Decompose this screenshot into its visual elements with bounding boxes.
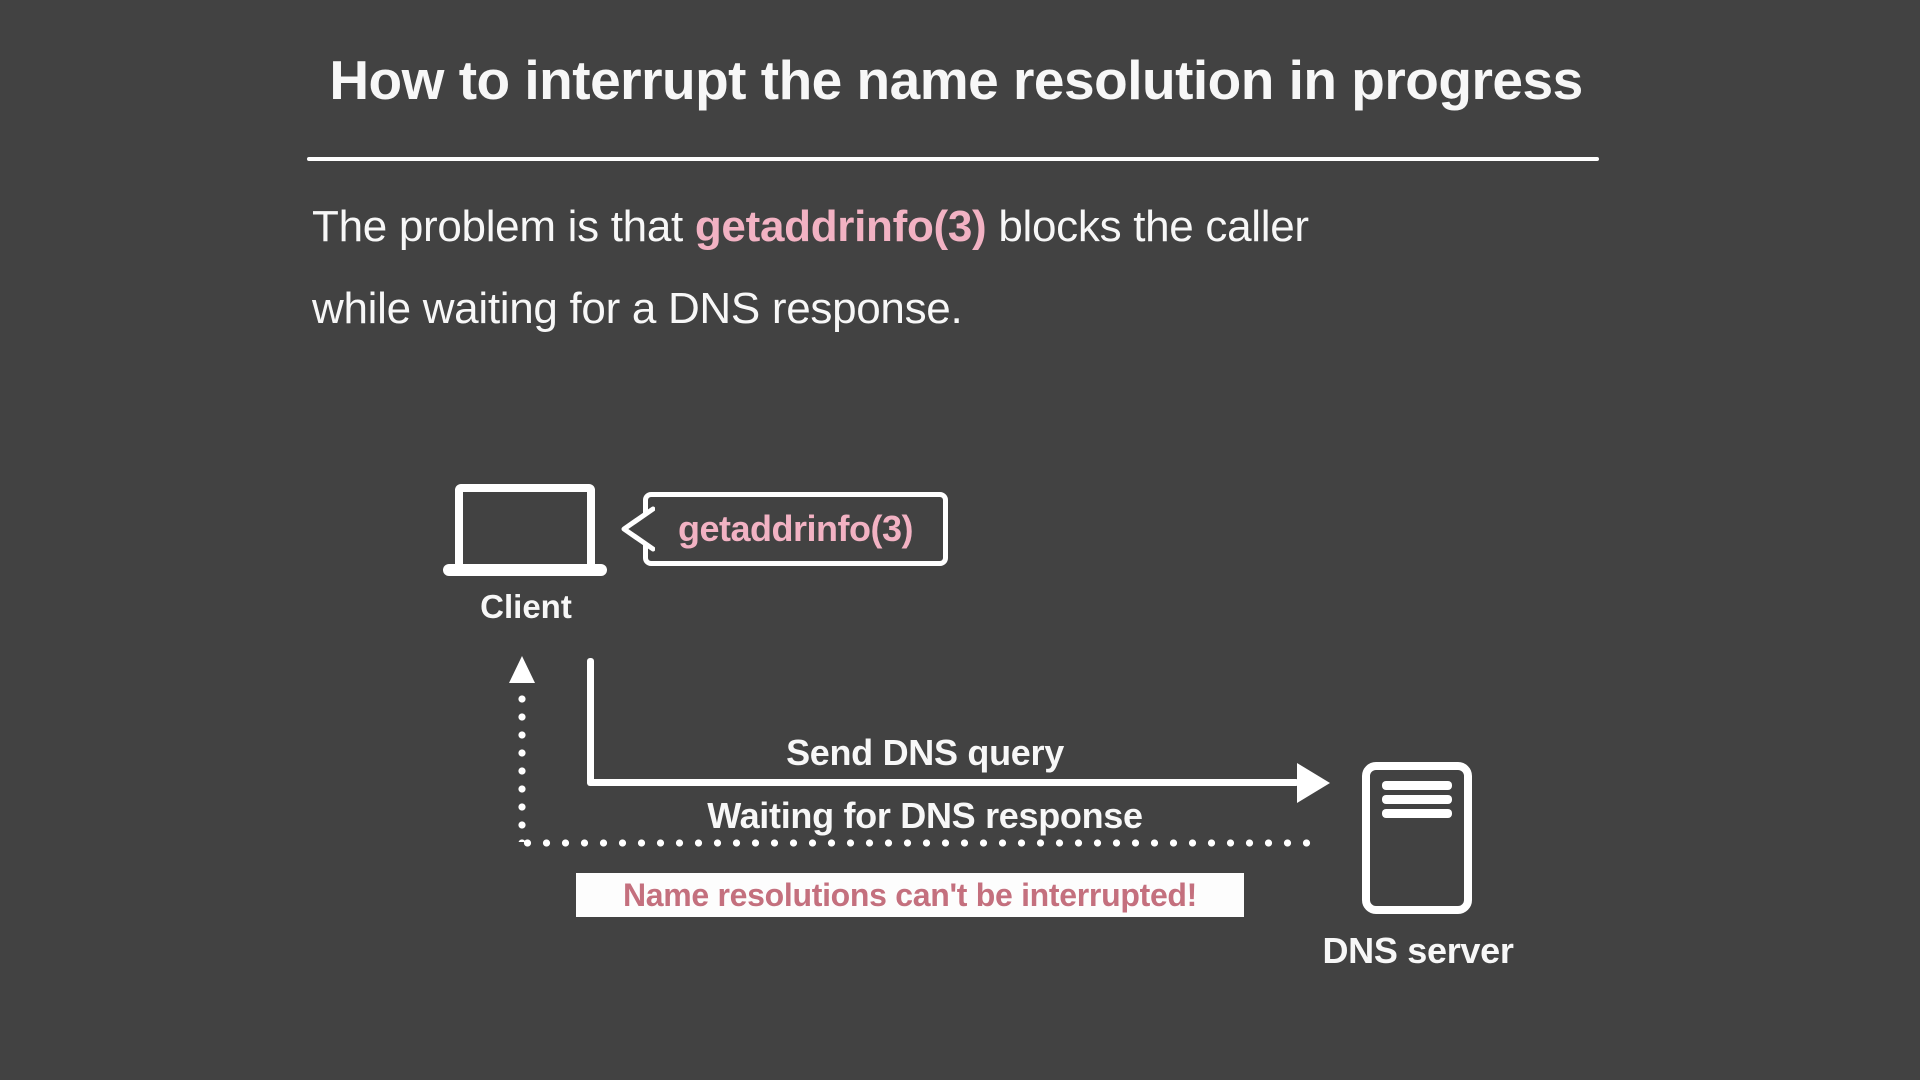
paragraph-text-suffix: blocks the caller bbox=[986, 202, 1309, 251]
speech-bubble-tail-icon bbox=[621, 506, 655, 552]
waiting-label: Waiting for DNS response bbox=[707, 795, 1143, 836]
interrupt-note-text: Name resolutions can't be interrupted! bbox=[622, 876, 1198, 913]
page-title: How to interrupt the name resolution in … bbox=[329, 49, 1583, 111]
bubble-text: getaddrinfo(3) bbox=[678, 508, 913, 549]
laptop-base bbox=[443, 564, 607, 576]
query-arrow-horizontal bbox=[587, 779, 1299, 786]
title-divider bbox=[307, 157, 1599, 161]
server-slot bbox=[1382, 809, 1452, 818]
laptop-screen bbox=[455, 484, 595, 574]
paragraph-highlight: getaddrinfo(3) bbox=[694, 202, 987, 251]
horizontal-dotted-line bbox=[518, 839, 1318, 847]
client-label: Client bbox=[480, 588, 572, 625]
send-query-label: Send DNS query bbox=[786, 732, 1064, 773]
server-slot bbox=[1382, 795, 1452, 804]
speech-bubble: getaddrinfo(3) bbox=[621, 492, 948, 566]
intro-paragraph: The problem is that getaddrinfo(3) block… bbox=[312, 186, 1612, 350]
vertical-dotted-line bbox=[518, 690, 526, 842]
server-slot bbox=[1382, 781, 1452, 790]
interrupt-note: Name resolutions can't be interrupted! bbox=[576, 873, 1244, 917]
query-arrow-vertical bbox=[587, 658, 594, 784]
paragraph-text-line2: while waiting for a DNS response. bbox=[312, 284, 963, 333]
paragraph-text-prefix: The problem is that bbox=[312, 202, 695, 251]
up-arrowhead-icon bbox=[509, 656, 535, 683]
right-arrowhead-icon bbox=[1297, 763, 1330, 803]
dns-server-icon bbox=[1362, 762, 1472, 914]
dns-server-label: DNS server bbox=[1322, 930, 1514, 971]
client-laptop-icon bbox=[443, 484, 607, 576]
